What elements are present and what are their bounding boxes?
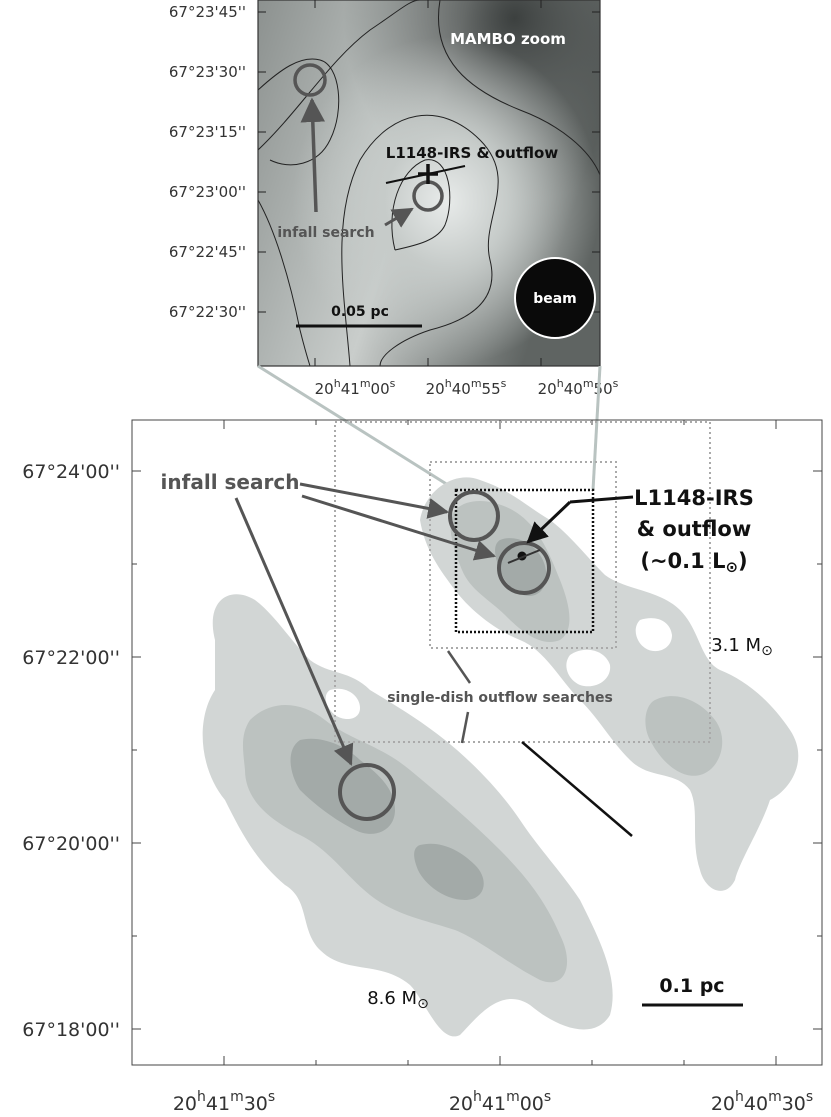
main-frame (131, 419, 823, 1066)
inset-panel: 67°23'45'' 67°23'30'' 67°23'15'' 67°23'0… (169, 0, 619, 398)
inset-ra-tick-label: 20h40m50s (538, 377, 619, 398)
inset-dec-tick-label: 67°23'15'' (169, 123, 246, 141)
outflow-search-box-small (429, 461, 617, 649)
main-ra-tick-label: 20h41m00s (449, 1089, 551, 1115)
inset-dec-tick-label: 67°22'45'' (169, 243, 246, 261)
main-ra-tick-label: 20h40m30s (711, 1089, 813, 1115)
contour-hole (566, 649, 611, 687)
main-ra-tick-label: 20h41m30s (173, 1089, 275, 1115)
inset-ra-tick-label: 20h40m55s (426, 377, 507, 398)
main-dec-tick-label: 67°24'00'' (22, 461, 120, 483)
inset-source-label: L1148-IRS & outflow (386, 144, 559, 162)
contour-level-3 (290, 738, 395, 834)
main-dec-tick-label: 67°20'00'' (22, 833, 120, 855)
contour-level-3 (414, 843, 484, 900)
mambo-zoom-box (454, 488, 595, 634)
outflow-label-pointer (460, 711, 470, 744)
infall-arrow-source (301, 494, 497, 561)
inset-contour (341, 114, 499, 366)
connector-line (257, 364, 457, 492)
infall-circle-south (338, 763, 396, 821)
inset-beam-circle (514, 257, 596, 339)
source-label-line2: & outflow (637, 517, 751, 541)
main-dec-tick-label: 67°22'00'' (22, 647, 120, 669)
inset-title: MAMBO zoom (450, 30, 566, 48)
contour-level-2 (645, 696, 723, 776)
inset-dec-tick-label: 67°23'45'' (169, 3, 246, 21)
filament-axis-line (521, 741, 633, 837)
inset-frame (257, 0, 601, 367)
inset-scalebar-label: 0.05 pc (331, 304, 389, 320)
inset-infall-circle-north (293, 63, 327, 97)
source-label-line1: L1148-IRS (634, 486, 754, 510)
inset-infall-arrow-2 (384, 207, 414, 228)
mass-label-west: 8.6 M⊙ (367, 988, 429, 1012)
source-arrow (569, 495, 634, 504)
source-circle (497, 541, 551, 595)
inset-dec-tick-label: 67°22'30'' (169, 303, 246, 321)
source-arrow-head (526, 500, 572, 544)
inset-contour (258, 0, 421, 151)
infall-circle-north (448, 490, 500, 542)
inset-contour (258, 199, 311, 366)
main-panel: 67°24'00'' 67°22'00'' 67°20'00'' 67°18'0… (22, 419, 823, 1115)
infall-arrow-south (234, 497, 354, 766)
inset-infall-arrow (300, 97, 326, 213)
inset-dec-tick-label: 67°23'30'' (169, 63, 246, 81)
main-scalebar-label: 0.1 pc (659, 975, 724, 997)
main-contour-map (202, 477, 799, 1037)
inset-beam-label: beam (533, 291, 577, 307)
inset-ticks (258, 0, 600, 366)
source-label-line3: (~0.1 L⊙) (640, 549, 747, 576)
inset-ra-tick-label: 20h41m00s (315, 377, 396, 398)
inset-contour (258, 58, 340, 166)
main-dec-tick-label: 67°18'00'' (22, 1019, 120, 1041)
infall-label: infall search (161, 470, 300, 494)
outflow-search-label: single-dish outflow searches (387, 690, 613, 706)
mass-label-east: 3.1 M⊙ (711, 635, 773, 659)
inset-dec-tick-label: 67°23'00'' (169, 183, 246, 201)
outflow-label-pointer (446, 650, 472, 684)
connector-line (591, 365, 602, 491)
infall-arrow-north (299, 482, 450, 519)
outflow-axis (507, 549, 541, 564)
outflow-search-box-large (334, 421, 711, 743)
inset-contour (438, 0, 600, 176)
contour-hole (635, 618, 672, 652)
inset-infall-label: infall search (277, 225, 374, 241)
